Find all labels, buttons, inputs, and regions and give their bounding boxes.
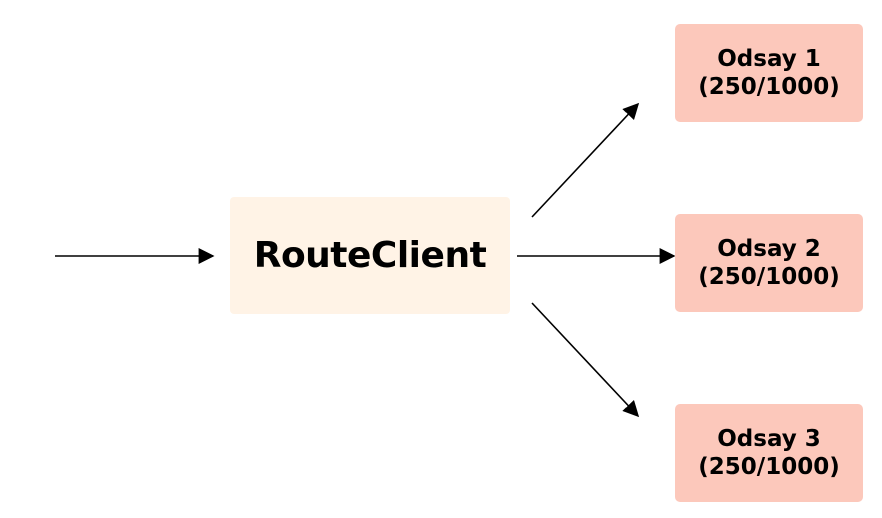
odsay-2-name: Odsay 2 — [717, 236, 821, 262]
arrow-to-odsay-3 — [531, 302, 640, 418]
odsay-2-quota: (250/1000) — [698, 264, 840, 290]
arrow-to-odsay-1 — [531, 102, 640, 218]
routeclient-node: RouteClient — [230, 197, 510, 314]
odsay-2-node: Odsay 2 (250/1000) — [675, 214, 863, 312]
odsay-3-quota: (250/1000) — [698, 454, 840, 480]
odsay-1-node: Odsay 1 (250/1000) — [675, 24, 863, 122]
odsay-3-name: Odsay 3 — [717, 426, 821, 452]
odsay-1-quota: (250/1000) — [698, 74, 840, 100]
routeclient-label: RouteClient — [253, 235, 487, 276]
odsay-3-node: Odsay 3 (250/1000) — [675, 404, 863, 502]
odsay-1-name: Odsay 1 — [717, 46, 821, 72]
